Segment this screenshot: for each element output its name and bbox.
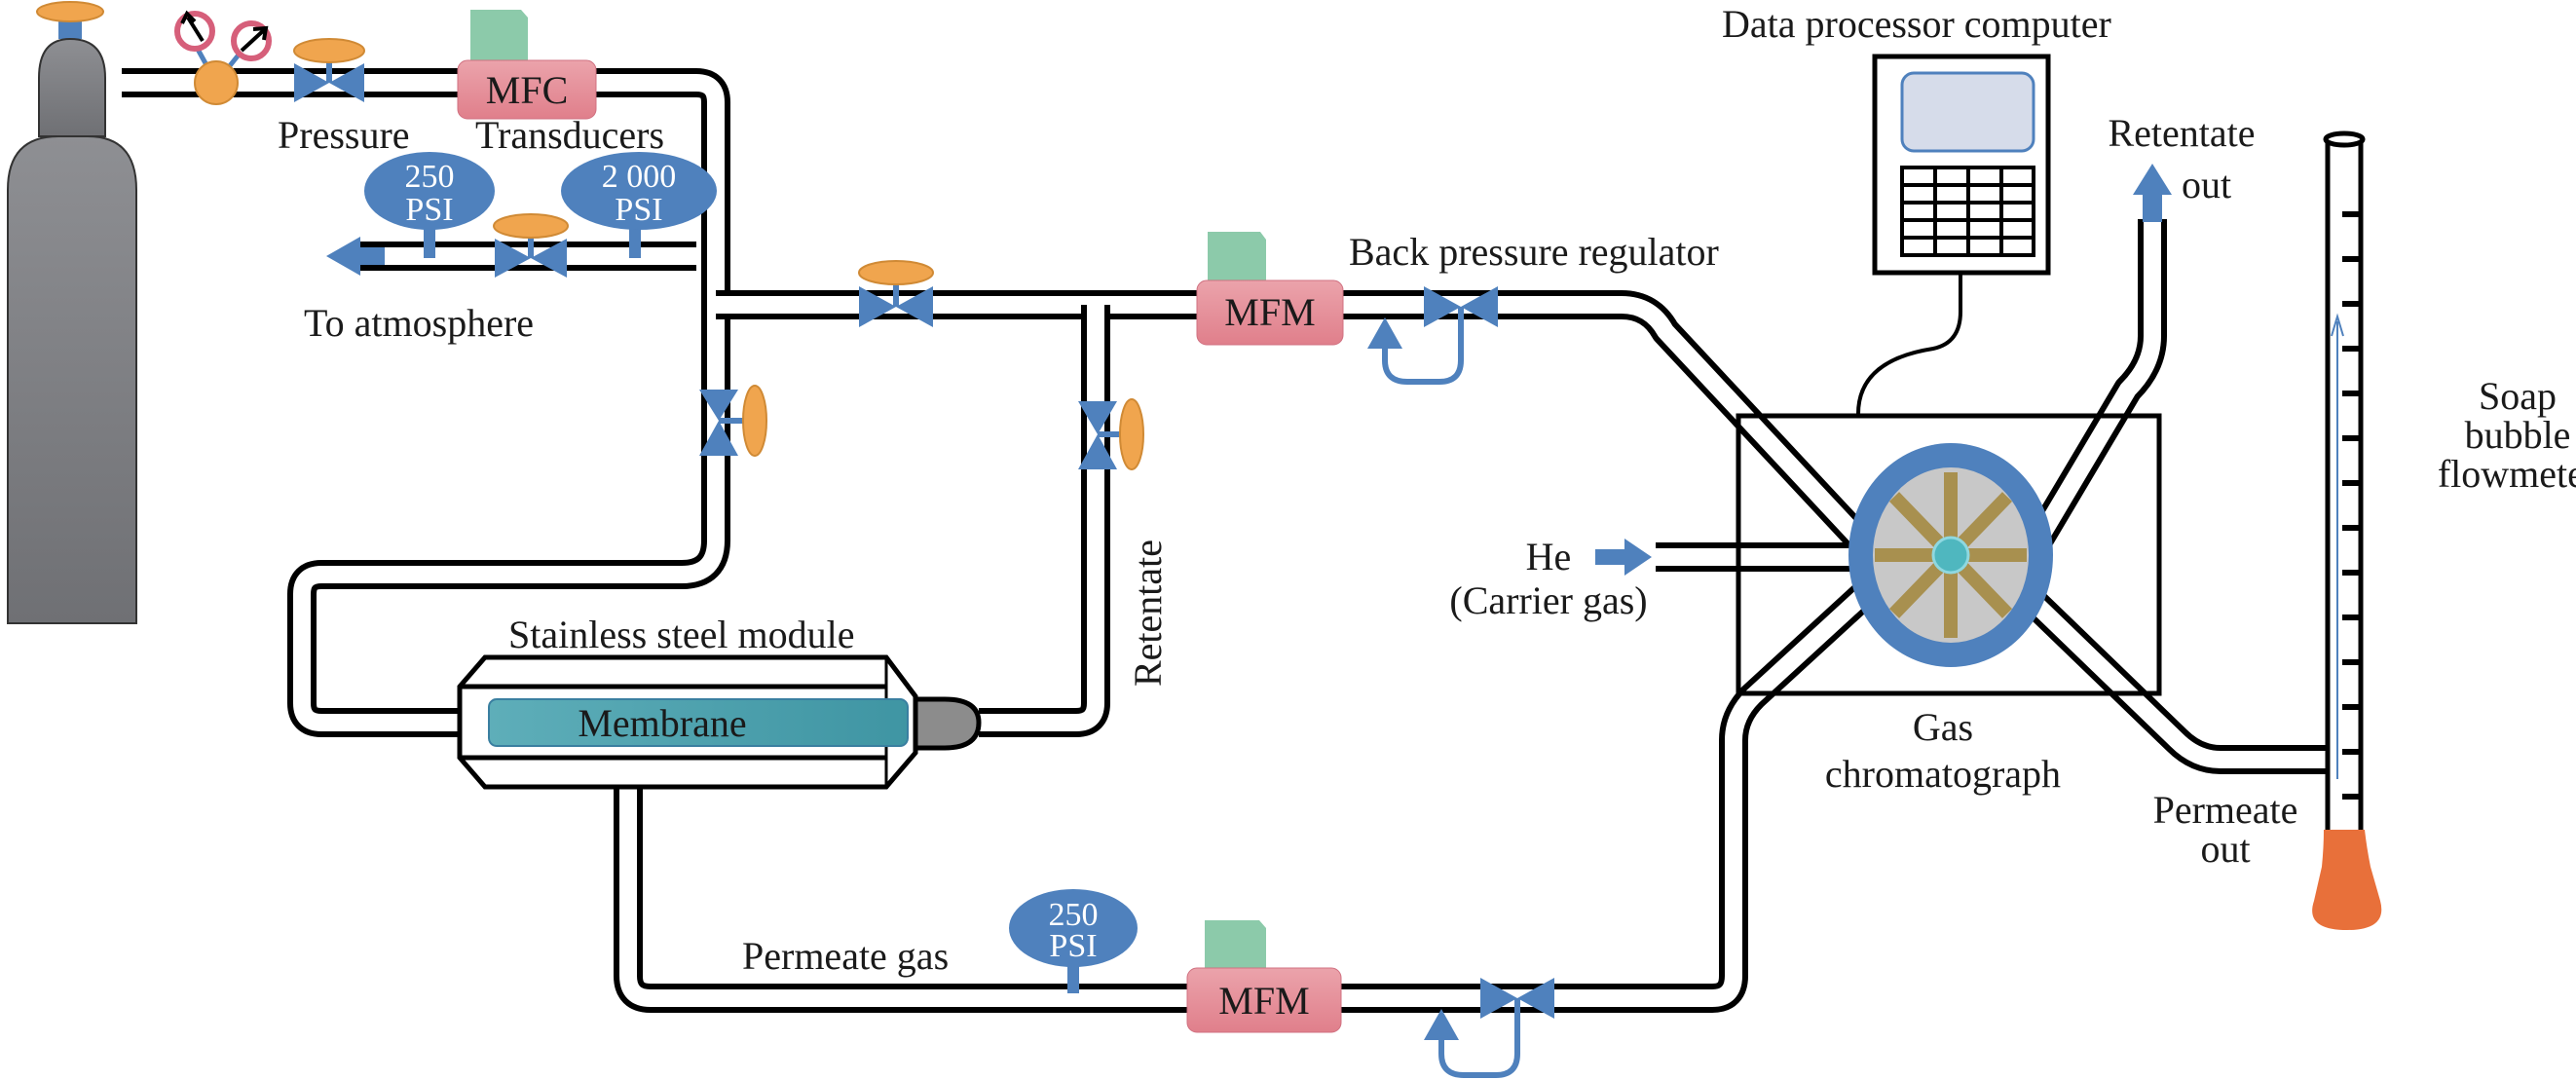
labels: Pressure Transducers To atmosphere Back …	[278, 2, 2576, 978]
data-processor-computer	[1856, 54, 2051, 415]
soap-label-3: flowmeter	[2438, 452, 2576, 496]
valve-retentate-vertical[interactable]	[1078, 398, 1144, 470]
pressure-label: Pressure	[278, 113, 410, 157]
valve-handle-icon	[742, 385, 767, 457]
svg-text:PSI: PSI	[1049, 928, 1097, 964]
permeate-gas-label: Permeate gas	[742, 934, 949, 978]
valve-inlet[interactable]	[293, 38, 365, 102]
pressure-gauge-2000: 2 000 PSI	[561, 152, 717, 258]
valve-handle-icon	[858, 260, 934, 285]
soap-label-2: bubble	[2465, 413, 2571, 457]
arrow-right-icon	[1595, 539, 1652, 576]
arrow-left-icon	[326, 237, 385, 276]
pressure-gauge-permeate: 250 PSI	[1009, 889, 1138, 993]
pressure-regulator	[174, 10, 272, 105]
svg-text:250: 250	[405, 159, 455, 195]
arrow-up-icon	[1367, 317, 1402, 349]
valve-main[interactable]	[858, 260, 934, 327]
computer-cable	[1856, 273, 1962, 415]
retentate-pipe	[979, 305, 1110, 737]
retentate-out-label-2: out	[2182, 163, 2231, 206]
pressure-gauge-250: 250 PSI	[364, 152, 495, 258]
svg-text:2 000: 2 000	[602, 159, 677, 195]
mfm-top-box[interactable]: MFM	[1196, 232, 1344, 346]
cylinder-handle-icon	[36, 1, 104, 22]
computer-screen	[1900, 71, 2035, 153]
gc-label-2: chromatograph	[1825, 752, 2061, 796]
soap-label-1: Soap	[2479, 374, 2557, 418]
permeate-out-label-1: Permeate	[2153, 788, 2298, 832]
piping	[122, 68, 2328, 1013]
mfc-box[interactable]: MFC	[457, 10, 597, 120]
carrier-gas-label: (Carrier gas)	[1449, 578, 1647, 622]
valve-handle-icon	[1119, 398, 1144, 470]
retentate-out-label-1: Retentate	[2108, 111, 2255, 155]
svg-text:PSI: PSI	[405, 192, 453, 228]
rubber-bulb-icon	[2312, 830, 2382, 930]
membrane-label: Membrane	[578, 701, 746, 745]
to-atmosphere-label: To atmosphere	[304, 301, 534, 345]
back-pressure-regulator-top[interactable]	[1367, 286, 1498, 385]
mfm-top-label: MFM	[1224, 290, 1315, 334]
mfc-label: MFC	[486, 68, 569, 112]
svg-text:PSI: PSI	[615, 192, 662, 228]
valve-feed-vertical[interactable]	[699, 385, 767, 457]
gas-cylinder	[7, 1, 137, 624]
mfm-bottom-box[interactable]: MFM	[1186, 920, 1342, 1033]
valve-vent[interactable]	[493, 213, 569, 278]
mfm-bottom-label: MFM	[1218, 979, 1309, 1023]
back-pressure-regulator-bottom[interactable]	[1424, 978, 1554, 1078]
membrane-tube	[488, 698, 909, 747]
arrow-up-icon	[2133, 164, 2172, 222]
retentate-vertical-label: Retentate	[1126, 540, 1170, 687]
svg-text:250: 250	[1049, 897, 1099, 933]
computer-keypad	[1900, 166, 2035, 257]
valve-handle-icon	[493, 213, 569, 239]
arrow-up-icon	[1424, 1009, 1459, 1040]
flowmeter-scale	[2342, 211, 2361, 800]
gas-chromatograph	[1736, 413, 2162, 696]
permeate-out-label-2: out	[2200, 827, 2250, 871]
data-processor-computer-label: Data processor computer	[1722, 2, 2111, 46]
transducers-label: Transducers	[475, 113, 664, 157]
stainless-steel-module: Membrane	[457, 654, 982, 790]
gc-hub	[1931, 536, 1970, 575]
stainless-steel-module-label: Stainless steel module	[508, 613, 855, 656]
valve-handle-icon	[293, 38, 365, 63]
gc-label-1: Gas	[1913, 705, 1973, 749]
back-pressure-regulator-label: Back pressure regulator	[1349, 230, 1719, 274]
soap-bubble-flowmeter[interactable]	[2312, 130, 2382, 930]
he-label: He	[1526, 535, 1572, 578]
